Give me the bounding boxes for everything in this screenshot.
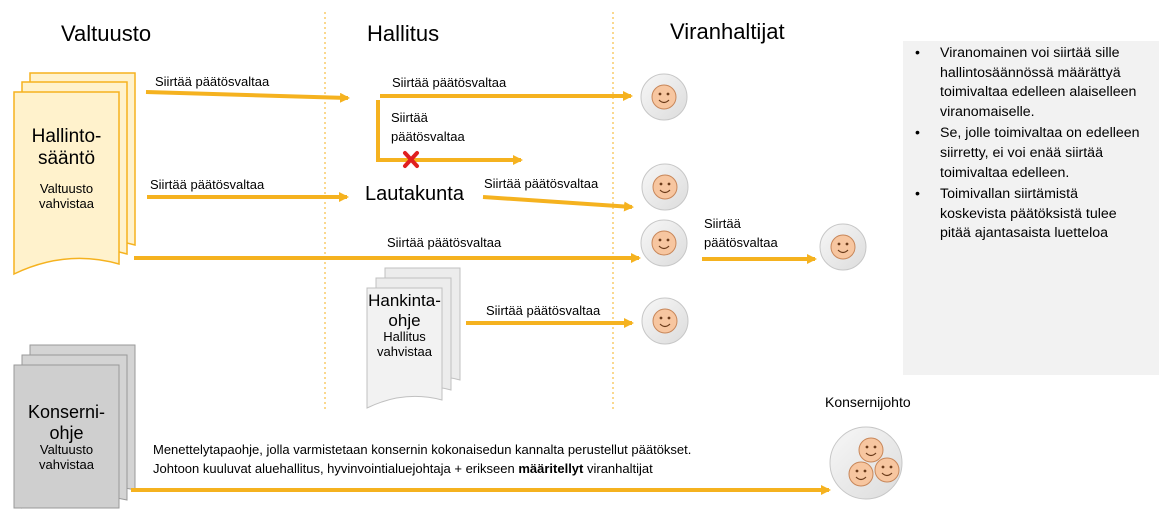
info-bullet-1: Viranomainen voi siirtää sille hallintos… bbox=[903, 44, 1140, 122]
konserniohje-title-1: Konserni- bbox=[27, 402, 106, 422]
info-box: Viranomainen voi siirtää sille hallintos… bbox=[903, 41, 1159, 375]
hankintaohje-sub-1: Hallitus bbox=[383, 329, 426, 345]
arrow-label-6: Siirtää päätösvaltaa bbox=[387, 235, 502, 250]
arrow-lautakunta-viranhaltija bbox=[482, 195, 634, 212]
viranhaltija-face-icon-2 bbox=[641, 163, 689, 211]
arrow-label-2: Siirtää päätösvaltaa bbox=[392, 75, 507, 90]
column-header-viranhaltijat: Viranhaltijat bbox=[670, 19, 785, 44]
bottom-text-line2-pre: Johtoon kuuluvat aluehallitus, hyvinvoin… bbox=[153, 461, 519, 476]
hallintosaanto-sub-1: Valtuusto bbox=[39, 180, 94, 196]
arrow-label-7-line2: päätösvaltaa bbox=[704, 235, 778, 250]
viranhaltija-face-icon-1 bbox=[640, 73, 688, 121]
viranhaltija-face-icon-4 bbox=[819, 223, 867, 271]
lautakunta-label: Lautakunta bbox=[365, 183, 464, 205]
hankintaohje-sub-2: vahvistaa bbox=[377, 344, 432, 360]
arrow-label-3-line1: Siirtää bbox=[391, 110, 428, 125]
info-bullet-2: Se, jolle toimivaltaa on edelleen siirre… bbox=[903, 124, 1140, 183]
hallintosaanto-label: Hallinto- sääntö Valtuusto vahvistaa bbox=[14, 126, 119, 212]
hankintaohje-label: Hankinta- ohje Hallitus vahvistaa bbox=[367, 291, 442, 360]
hankintaohje-title-2: ohje bbox=[388, 310, 421, 330]
hallintosaanto-sub-2: vahvistaa bbox=[39, 195, 94, 211]
bottom-text-line1: Menettelytapaohje, jolla varmistetaan ko… bbox=[153, 442, 692, 457]
bottom-text-line2-bold: määritellyt bbox=[518, 461, 584, 476]
arrow-valtuusto-hallitus bbox=[145, 90, 350, 103]
hallintosaanto-title-2: sääntö bbox=[37, 147, 96, 169]
viranhaltija-face-icon-3 bbox=[640, 219, 688, 267]
arrow-hallitus-down bbox=[376, 100, 523, 165]
hallintosaanto-title-1: Hallinto- bbox=[31, 126, 102, 147]
konsernijohto-group-icon bbox=[829, 426, 903, 500]
bottom-text-line2: Johtoon kuuluvat aluehallitus, hyvinvoin… bbox=[153, 461, 653, 476]
konsernijohto-label: Konsernijohto bbox=[825, 394, 911, 410]
konserniohje-sub-1: Valtuusto bbox=[39, 442, 94, 458]
column-header-valtuusto: Valtuusto bbox=[61, 21, 152, 46]
info-bullet-3: Toimivallan siirtämistä koskevista päätö… bbox=[903, 185, 1140, 244]
viranhaltija-face-icon-5 bbox=[641, 297, 689, 345]
arrow-label-8: Siirtää päätösvaltaa bbox=[486, 303, 601, 318]
arrow-label-4: Siirtää päätösvaltaa bbox=[150, 177, 265, 192]
column-header-hallitus: Hallitus bbox=[367, 21, 440, 46]
konserniohje-label: Konserni- ohje Valtuusto vahvistaa bbox=[14, 402, 119, 473]
cross-icon bbox=[403, 151, 419, 168]
konserniohje-document-icon bbox=[13, 344, 136, 509]
konserniohje-sub-2: vahvistaa bbox=[39, 457, 94, 473]
arrow-label-7-line1: Siirtää bbox=[704, 216, 741, 231]
hankintaohje-document-icon bbox=[366, 267, 461, 409]
arrow-label-5: Siirtää päätösvaltaa bbox=[484, 176, 599, 191]
arrow-label-3-line2: päätösvaltaa bbox=[391, 129, 465, 144]
hallintosaanto-document-icon bbox=[13, 72, 136, 276]
arrow-label-1: Siirtää päätösvaltaa bbox=[155, 74, 270, 89]
bottom-text-line2-post: viranhaltijat bbox=[583, 461, 653, 476]
hankintaohje-title-1: Hankinta- bbox=[368, 291, 441, 310]
konserniohje-title-2: ohje bbox=[49, 422, 84, 443]
